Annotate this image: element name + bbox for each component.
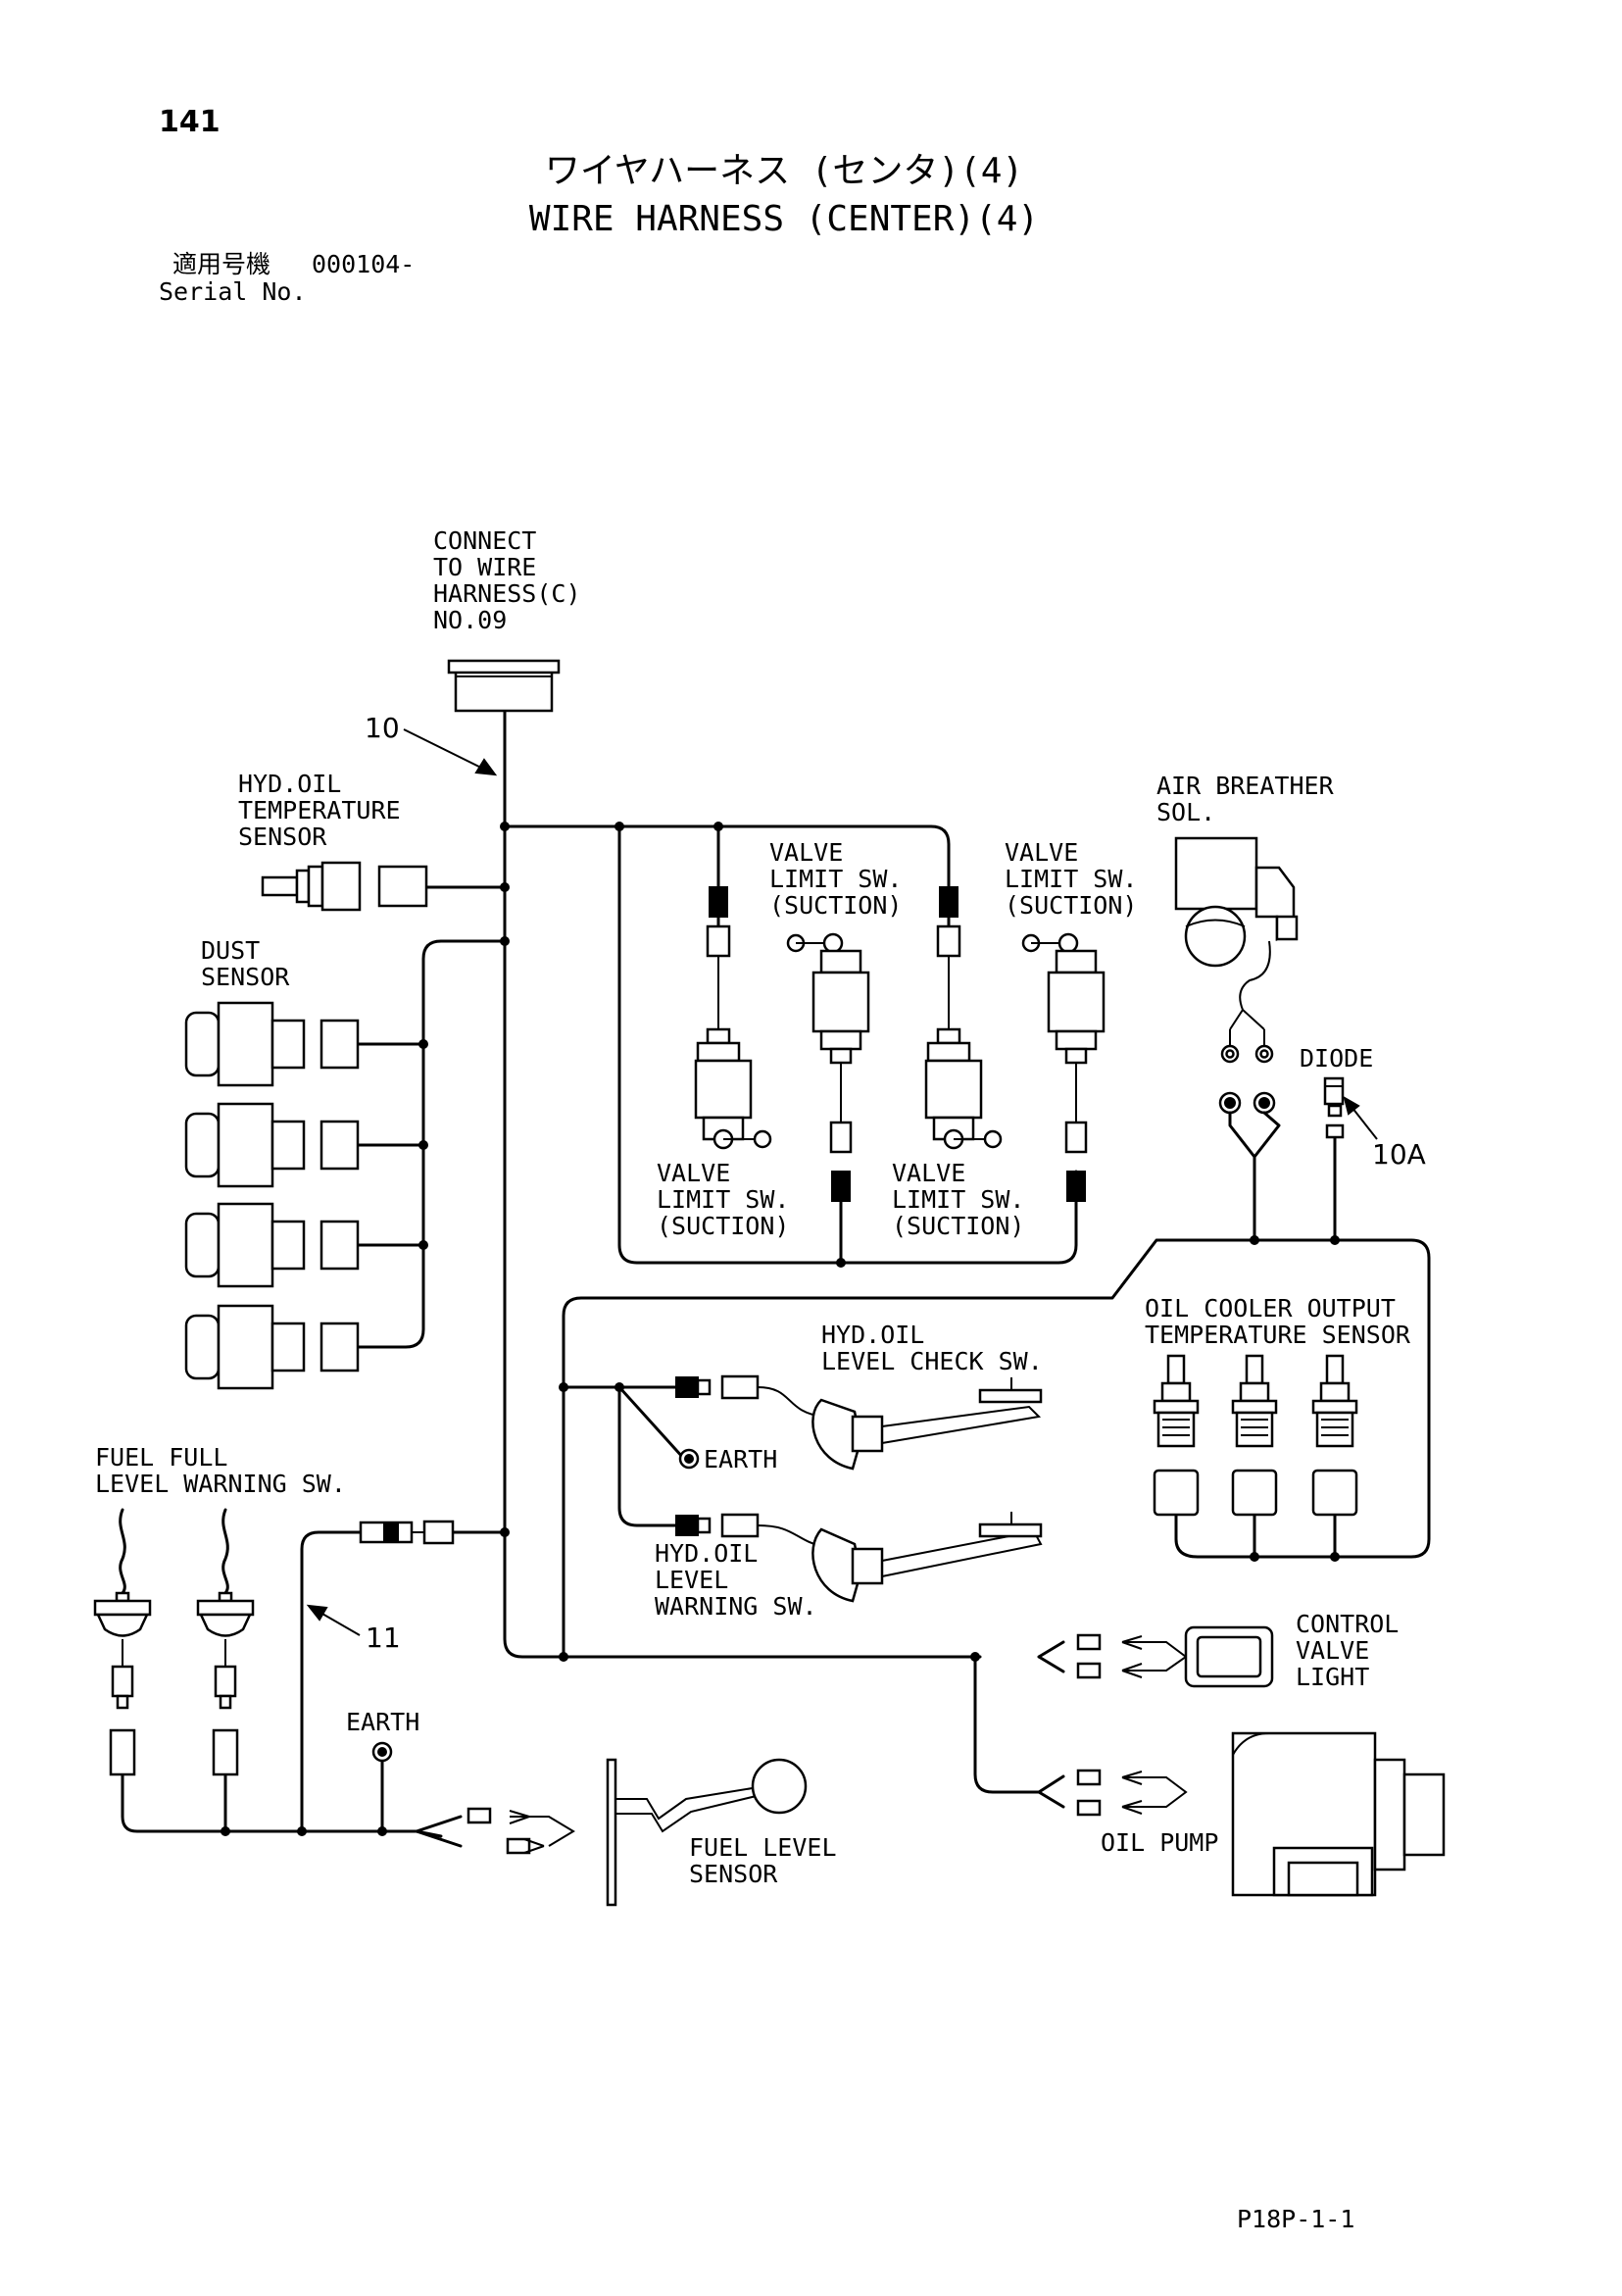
hyd-oil-temperature-sensor [261, 861, 428, 912]
air-breather-solenoid [1174, 836, 1299, 1159]
hyd-level-warning-label-3: WARNING SW. [655, 1592, 817, 1621]
valve-lower-1-label-2: LIMIT SW. [657, 1185, 789, 1214]
control-valve-light-label-1: CONTROL [1296, 1610, 1399, 1638]
diode-label: DIODE [1300, 1044, 1373, 1073]
fuel-level-sensor [467, 1758, 808, 1907]
callout-10-arrow [403, 728, 498, 776]
earth-2-label: EARTH [346, 1708, 419, 1736]
hyd-oil-level-check-switch [675, 1374, 1043, 1471]
fuel-full-connector [359, 1520, 455, 1545]
valve-upper-2-label-3: (SUCTION) [1005, 891, 1137, 920]
valve-upper-2-label-1: VALVE [1005, 838, 1078, 867]
callout-10a-arrow [1343, 1095, 1378, 1140]
dust-label-2: SENSOR [201, 963, 290, 991]
control-valve-light-label-2: VALVE [1296, 1636, 1369, 1665]
hyd-temp-label-2: TEMPERATURE [238, 796, 401, 824]
fuel-level-label-2: SENSOR [689, 1860, 778, 1888]
junction-dots [221, 822, 1340, 1836]
oil-cooler-sensor-1 [1153, 1354, 1200, 1517]
valve-lower-2-label-2: LIMIT SW. [892, 1185, 1024, 1214]
serial-label-jp: 適用号機 [172, 250, 270, 278]
valve-limit-switch-lower-2 [924, 886, 1003, 1150]
title-en: WIRE HARNESS (CENTER)(4) [529, 199, 1039, 239]
valve-limit-switch-lower-1 [694, 886, 772, 1150]
connect-label-1: CONNECT [433, 526, 536, 555]
earth-1-symbol [678, 1448, 700, 1470]
main-harness-connector [447, 659, 561, 713]
valve-limit-switch-upper-1 [786, 932, 870, 1263]
serial-label-en: Serial No. [159, 277, 307, 306]
valve-upper-1-label-2: LIMIT SW. [769, 865, 902, 893]
control-valve-light [1076, 1625, 1274, 1688]
hyd-temp-label-1: HYD.OIL [238, 770, 341, 798]
hyd-level-check-label-1: HYD.OIL [821, 1321, 924, 1349]
connect-label-4: NO.09 [433, 606, 507, 634]
valve-upper-1-label-1: VALVE [769, 838, 843, 867]
oil-cooler-label-1: OIL COOLER OUTPUT [1145, 1294, 1396, 1323]
dust-sensor-2 [184, 1102, 360, 1188]
dust-sensor-1 [184, 1001, 360, 1087]
control-valve-light-label-3: LIGHT [1296, 1663, 1369, 1691]
fuel-full-switch-1 [93, 1508, 152, 1776]
connect-label-2: TO WIRE [433, 553, 536, 581]
callout-10: 10 [365, 712, 400, 744]
valve-upper-1-label-3: (SUCTION) [769, 891, 902, 920]
fuel-full-label-1: FUEL FULL [95, 1443, 227, 1472]
hyd-level-warning-label-2: LEVEL [655, 1566, 728, 1594]
oil-cooler-label-2: TEMPERATURE SENSOR [1145, 1321, 1411, 1349]
hyd-level-warning-label-1: HYD.OIL [655, 1539, 758, 1568]
air-breather-label-1: AIR BREATHER [1156, 772, 1335, 800]
hyd-oil-level-warning-switch [675, 1512, 1043, 1603]
dust-sensor-3 [184, 1202, 360, 1288]
connect-label-3: HARNESS(C) [433, 579, 581, 608]
serial-value: 000104- [312, 250, 415, 278]
valve-lower-1-label-3: (SUCTION) [657, 1212, 789, 1240]
valve-lower-2-label-1: VALVE [892, 1159, 965, 1187]
oil-cooler-sensor-3 [1311, 1354, 1358, 1517]
callout-10a: 10A [1372, 1138, 1426, 1171]
valve-lower-1-label-1: VALVE [657, 1159, 730, 1187]
fuel-full-label-2: LEVEL WARNING SW. [95, 1470, 346, 1498]
oil-cooler-sensor-2 [1231, 1354, 1278, 1517]
dust-label-1: DUST [201, 936, 260, 965]
fuel-level-label-1: FUEL LEVEL [689, 1833, 837, 1862]
valve-limit-switch-upper-2 [1021, 932, 1106, 1202]
fuel-full-switch-2 [196, 1508, 255, 1776]
harness-wires [121, 709, 1431, 1848]
callout-11-arrow [306, 1604, 361, 1636]
earth-2-symbol [371, 1741, 393, 1763]
dust-sensor-4 [184, 1304, 360, 1390]
hyd-level-check-label-2: LEVEL CHECK SW. [821, 1347, 1043, 1375]
oil-pump-label: OIL PUMP [1101, 1828, 1218, 1857]
title-jp: ワイヤハーネス (センタ)(4) [545, 151, 1023, 191]
valve-upper-2-label-2: LIMIT SW. [1005, 865, 1137, 893]
diode [1323, 1076, 1345, 1157]
footer-code: P18P-1-1 [1237, 2205, 1354, 2233]
air-breather-label-2: SOL. [1156, 798, 1215, 826]
page-number: 141 [159, 105, 221, 139]
oil-pump [1076, 1731, 1446, 1897]
hyd-temp-label-3: SENSOR [238, 823, 327, 851]
earth-1-label: EARTH [704, 1445, 777, 1473]
valve-lower-2-label-3: (SUCTION) [892, 1212, 1024, 1240]
callout-11: 11 [366, 1622, 401, 1654]
